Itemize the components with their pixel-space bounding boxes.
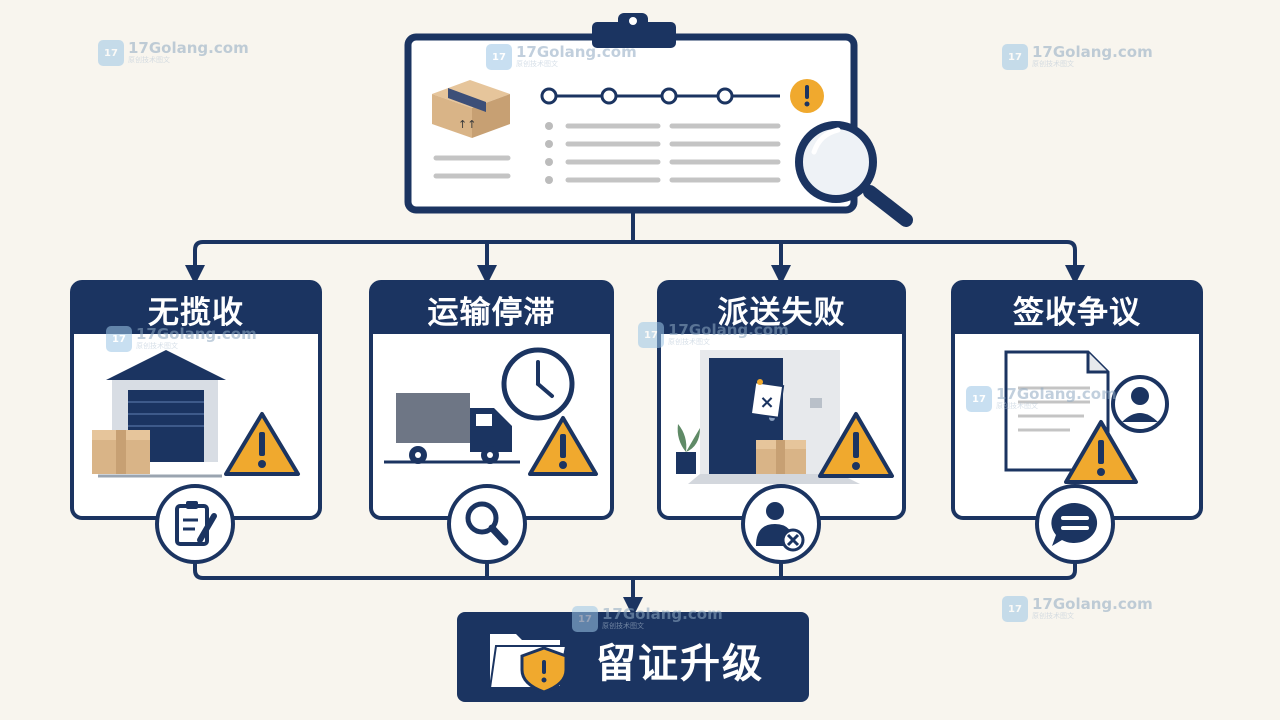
card-signature-dispute — [951, 280, 1203, 520]
search-icon — [465, 501, 509, 546]
card-title-transit-stalled: 运输停滞 — [427, 294, 556, 331]
card-title-no-pickup: 无揽收 — [148, 294, 244, 331]
warning-icon — [224, 412, 300, 476]
badge-clipboard — [155, 484, 235, 564]
svg-text:↑↑: ↑↑ — [458, 118, 476, 131]
document-icon — [1004, 350, 1110, 472]
warning-icon — [528, 416, 598, 476]
card-title-delivery-failed: 派送失败 — [717, 294, 846, 331]
badge-chat — [1035, 484, 1115, 564]
card-title-signature-dispute: 签收争议 — [1013, 294, 1141, 331]
clipboard-icon — [175, 501, 217, 546]
badge-search — [447, 484, 527, 564]
connector-lines — [185, 212, 1085, 617]
chat-icon — [1051, 502, 1098, 546]
badge-user-cancel — [741, 484, 821, 564]
package-icon: ↑↑ — [432, 80, 510, 138]
exclamation-icon — [790, 79, 824, 113]
user-icon — [1111, 375, 1169, 433]
final-step-label: 留证升级 — [596, 641, 764, 687]
warning-icon — [1064, 420, 1138, 484]
svg-text:×: × — [759, 392, 774, 413]
card-no-pickup — [70, 280, 322, 520]
user-cancel-icon — [756, 502, 805, 552]
warning-icon — [818, 412, 894, 478]
warehouse-icon — [92, 350, 226, 478]
truck-icon — [384, 393, 520, 464]
folder-shield-icon — [488, 634, 568, 694]
card-delivery-failed: × — [657, 280, 906, 520]
card-transit-stalled — [369, 280, 614, 520]
magnifier-icon — [795, 121, 913, 227]
tracking-panel: ↑↑ — [404, 13, 913, 227]
final-step — [457, 612, 809, 702]
door-icon: × — [676, 350, 860, 484]
clock-icon — [501, 347, 575, 421]
